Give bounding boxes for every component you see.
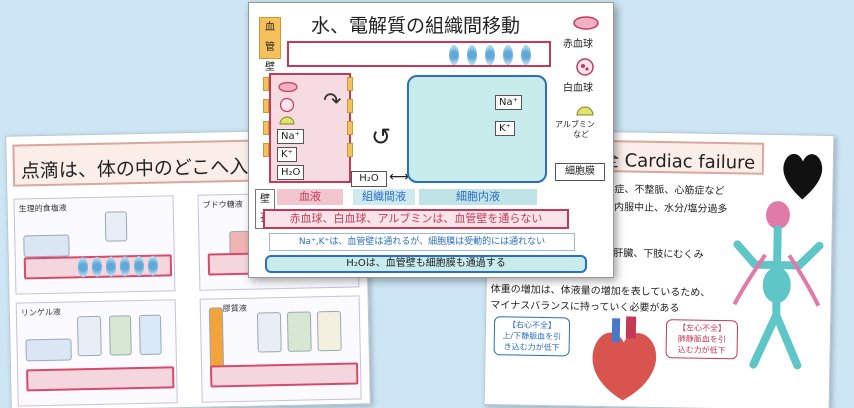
albumin-icon [279, 116, 295, 125]
iv-chamber-icon [23, 234, 70, 258]
vessel-band [26, 366, 175, 392]
tag-char: 壁 [260, 194, 270, 205]
tag-char: 血 [265, 22, 275, 33]
iv-bag-icon [256, 312, 282, 353]
tag-char: 壁 [265, 62, 275, 73]
callout-left-heart-failure: 【左心不全】 肺静脈血を引 込む力が低下 [665, 319, 739, 360]
slide-title-box: 全 Cardiac failure [588, 139, 765, 175]
label-plasma: 血液 [277, 189, 343, 205]
legend-albumin-sub: など [573, 130, 589, 139]
h2o-interstitial: H₂O [351, 171, 387, 187]
tag-char: 管 [265, 42, 275, 53]
panel-label: 生理的食塩液 [18, 203, 67, 214]
legend-wbc: 白血球 [563, 83, 593, 94]
cell-icon [119, 256, 131, 277]
slide-center: 水、電解質の組織間移動 血 管 壁 赤血球 白血球 アルブミン など [248, 2, 614, 278]
cell-icon [147, 255, 159, 276]
legend-rbc: 赤血球 [563, 39, 593, 50]
slide-title: 全 Cardiac failure [600, 149, 756, 174]
text-line: 内服中止、水分/塩分過多 [613, 202, 728, 216]
panel-label: ブドウ糖液 [202, 199, 243, 210]
panel-colloid: 膠質液 [199, 295, 362, 403]
tag-vessel-wall: 血 管 壁 [259, 17, 281, 73]
wall-segment [263, 143, 269, 157]
text-line: 症、不整脈、心筋症など [614, 184, 725, 198]
cell-icon [485, 45, 495, 65]
text-line: 肝臓、下肢にむくみ [613, 248, 704, 261]
wall-segment [347, 143, 353, 157]
white-blood-cell-icon [576, 58, 594, 76]
cell-icon [91, 256, 103, 278]
albumin-icon [576, 106, 594, 116]
double-arrow-icon: ⟷ [389, 169, 410, 185]
heart-icon [783, 153, 823, 200]
iv-bag-icon [138, 314, 162, 356]
text-line: マイナスバランスに持っていく必要がある [490, 300, 680, 315]
ion-na: Na⁺ [495, 95, 522, 110]
callout-line: 込む力が低下 [677, 345, 726, 356]
vessel-band [210, 362, 359, 388]
ion-k: K⁺ [495, 121, 515, 136]
panel-ringer: リンゲル液 [15, 299, 178, 407]
slide-right: 全 Cardiac failure 症、不整脈、心筋症など 内服中止、水分/塩分… [483, 129, 835, 408]
iv-chamber-icon [25, 338, 72, 362]
iv-bag-icon [286, 311, 312, 352]
plasma-compartment: Na⁺ K⁺ H₂O ↷ [269, 73, 351, 183]
red-blood-cell-icon [573, 16, 599, 30]
vessel-top [287, 41, 551, 67]
bar-ions: Na⁺,K⁺は、血管壁は通れるが、細胞膜は受動的には通れない [269, 233, 575, 251]
cell-icon [133, 255, 145, 277]
curved-arrow-icon: ↷ [323, 89, 342, 114]
wall-segment [263, 99, 269, 113]
wall-segment [347, 99, 353, 113]
cell-icon [467, 45, 477, 65]
iv-bag-icon [316, 310, 342, 352]
bar-cells-blocked: 赤血球、白血球、アルブミンは、血管壁を通らない [263, 209, 569, 229]
legend-albumin: アルブミン [555, 120, 595, 129]
panel-label: リンゲル液 [20, 307, 61, 318]
wall-segment [263, 121, 269, 135]
circulation-diagram-icon [732, 201, 824, 370]
ion-na: Na⁺ [277, 129, 304, 144]
heart-anatomy-icon [592, 316, 657, 401]
curved-arrow-icon: ↺ [371, 123, 392, 151]
iv-bag-icon [104, 211, 128, 242]
wall-segment [263, 77, 269, 91]
callout-line: き込む力が低下 [503, 342, 560, 353]
slide-title: 水、電解質の組織間移動 [311, 15, 521, 37]
panel-label: 膠質液 [222, 303, 247, 314]
cell-icon [449, 45, 459, 65]
intracellular-compartment: Na⁺ K⁺ [407, 75, 547, 183]
ion-k: K⁺ [277, 147, 297, 162]
bar-water: H₂Oは、血管壁も細胞膜も通過する [265, 255, 587, 273]
cell-icon [503, 45, 513, 65]
panel-saline: 生理的食塩液 [13, 195, 176, 295]
iv-bag-icon [76, 315, 102, 357]
cell-icon [105, 256, 117, 277]
cell-icon [521, 45, 531, 65]
cell-membrane-tag: 細胞膜 [555, 163, 605, 181]
red-blood-cell-icon [278, 81, 298, 93]
iv-bag-icon [108, 315, 132, 356]
callout-right-heart-failure: 【右心不全】 上/下静脈血を引 き込む力が低下 [493, 316, 571, 357]
cell-icon [77, 257, 89, 278]
wall-segment [347, 121, 353, 135]
slide-title: 点滴は、体の中のどこへ入 [20, 155, 249, 183]
ion-h2o: H₂O [277, 165, 305, 180]
wall-segment [347, 77, 353, 91]
label-interstitial: 組織間液 [353, 189, 415, 205]
white-blood-cell-icon [279, 97, 295, 113]
label-intracellular: 細胞内液 [419, 189, 537, 205]
